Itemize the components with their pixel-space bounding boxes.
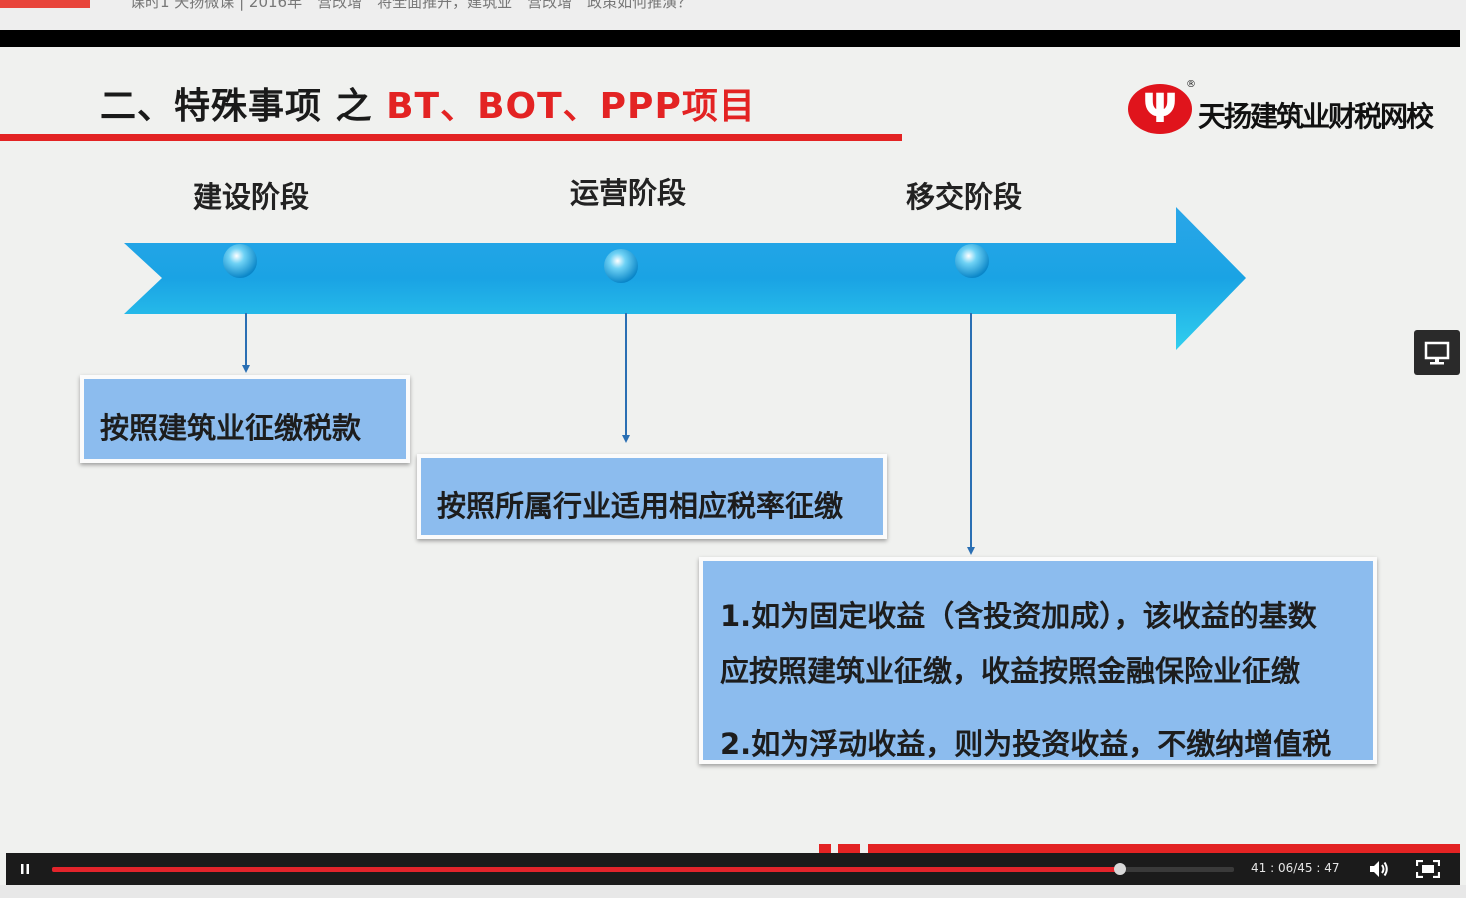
player-controls: 41 : 06/45 : 47 [6,853,1460,885]
progress-handle[interactable] [1113,863,1126,875]
top-bar: 课时1 天扬微课 | 2016年 营改增 将全面推开，建筑业 营改增 政策如何推… [0,0,1466,30]
fullscreen-icon[interactable] [1416,860,1440,878]
logo-mark: Ψ [1128,84,1192,134]
transfer-tax-box: 1.如为固定收益（含投资加成），该收益的基数 应按照建筑业征缴，收益按照金融保险… [699,557,1377,764]
milestone-bubble [604,249,638,283]
slide-title-prefix: 二、特殊事项 之 [100,86,387,127]
transfer-line-3: 2.如为浮动收益，则为投资收益，不缴纳增值税 [720,727,1332,761]
operation-tax-box: 按照所属行业适用相应税率征缴 [417,454,887,539]
player-top-bar [0,30,1460,47]
slide-title: 二、特殊事项 之 BT、BOT、PPP项目 [100,77,756,129]
video-title: 课时1 天扬微课 | 2016年 营改增 将全面推开，建筑业 营改增 政策如何推… [130,0,693,11]
page-footer [0,885,1466,898]
volume-icon[interactable] [1368,859,1390,879]
slide: 二、特殊事项 之 BT、BOT、PPP项目 Ψ ® 天扬建筑业财税网校 建设阶段… [0,47,1460,853]
monitor-icon [1424,341,1450,365]
transfer-line-1: 1.如为固定收益（含投资加成），该收益的基数 [720,599,1317,633]
milestone-bubble [223,244,257,278]
timeline-arrow [124,207,1246,555]
bottom-decoration [868,844,1460,853]
slide-title-highlight: BT、BOT、PPP项目 [386,86,756,127]
progress-bar[interactable] [52,863,1234,875]
screen-toggle-button[interactable] [1414,330,1460,375]
progress-fill [52,867,1120,872]
logo: Ψ ® 天扬建筑业财税网校 [1128,79,1434,137]
stage-transfer: 移交阶段 [906,180,1023,214]
logo-registered-mark: ® [1186,79,1196,90]
pause-icon[interactable] [18,862,32,876]
logo-text: 天扬建筑业财税网校 [1198,100,1434,133]
stage-construction: 建设阶段 [193,180,310,214]
transfer-line-2: 应按照建筑业征缴，收益按照金融保险业征缴 [720,654,1301,688]
top-badge [0,0,90,8]
bottom-decoration [819,844,831,853]
bottom-decoration [838,844,860,853]
time-display: 41 : 06/45 : 47 [1251,861,1340,875]
stage-operation: 运营阶段 [570,176,687,210]
title-underline [0,134,902,141]
construction-tax-box: 按照建筑业征缴税款 [80,375,410,463]
milestone-bubble [955,244,989,278]
